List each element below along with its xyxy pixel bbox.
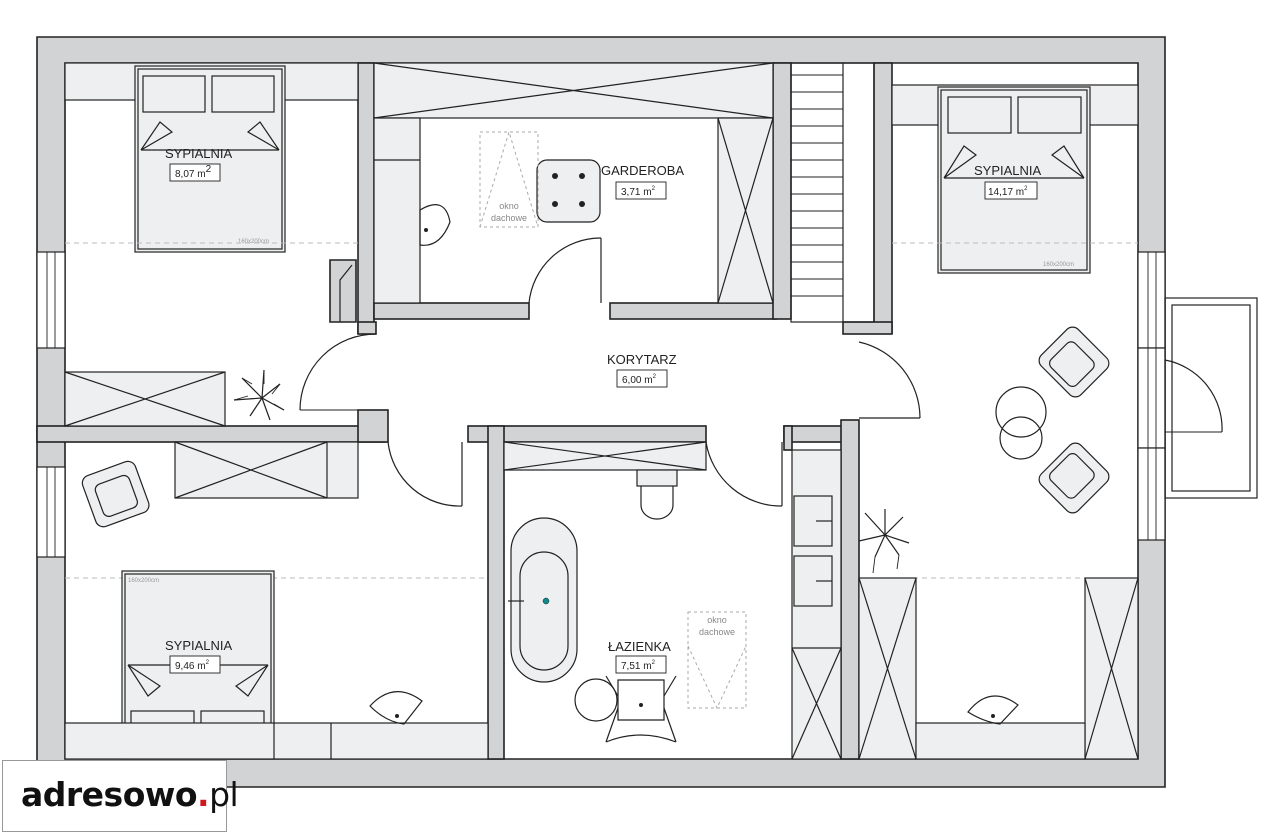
area-superscript: 2 [653,374,657,380]
room-name-bedroom-nw: SYPIALNIA [165,146,233,161]
interior-walls [36,62,893,760]
room-name-wardrobe: GARDEROBA [601,163,684,178]
svg-text:7,51 m2: 7,51 m2 [621,660,656,672]
bathroom: okno dachowe ŁAZIENKA 7,51 m2 [503,441,842,760]
bedroom-ne: 160x200cm SYPIALNIA 14,17 m2 [858,84,1139,760]
plant-icon [233,369,285,421]
room-area-bedroom-sw: 9,46 m [175,661,206,672]
area-superscript: 2 [652,660,656,666]
svg-text:3,71 m2: 3,71 m2 [621,186,656,198]
brand-logo[interactable]: adresowo.pl [2,760,239,832]
room-area-corridor: 6,00 m [622,375,653,386]
room-area-bedroom-nw: 8,07 m [175,169,206,180]
bedroom-sw: 160x200cm SYPIALNIA 9,46 m2 [64,441,489,760]
svg-text:8,07 m2: 8,07 m2 [175,164,212,180]
armchair-icon [81,460,150,528]
room-name-corridor: KORYTARZ [607,352,677,367]
corridor: KORYTARZ 6,00 m2 [299,333,783,507]
room-area-bathroom: 7,51 m [621,661,652,672]
bedroom-nw: 160x200cm SYPIALNIA 8,07 m2 [64,62,359,427]
room-area-bedroom-ne: 14,17 m [988,187,1024,198]
area-superscript: 2 [1024,186,1028,192]
balcony [1164,297,1258,499]
bed-size-label: 160x200cm [128,578,159,584]
staircase [790,62,875,323]
svg-text:6,00 m2: 6,00 m2 [622,374,657,386]
area-superscript: 2 [206,660,210,666]
logo-tld: pl [209,775,239,814]
svg-text:14,17 m2: 14,17 m2 [988,186,1028,198]
skylight-label-wardrobe-2: dachowe [491,213,527,223]
area-superscript: 2 [206,164,212,175]
armchair-icon [1038,442,1110,514]
skylight-label-bathroom-1: okno [707,615,727,625]
armchair-icon [1038,326,1110,398]
windows [36,251,1166,558]
room-name-bedroom-sw: SYPIALNIA [165,638,233,653]
room-name-bedroom-ne: SYPIALNIA [974,163,1042,178]
area-superscript: 2 [652,186,656,192]
room-area-wardrobe: 3,71 m [621,187,652,198]
bed-size-label: 160x200cm [238,239,269,245]
room-name-bathroom: ŁAZIENKA [608,639,671,654]
logo-dot: . [197,775,210,814]
plant-icon [858,509,910,574]
skylight-label-wardrobe-1: okno [499,201,519,211]
skylight-label-bathroom-2: dachowe [699,627,735,637]
svg-text:9,46 m2: 9,46 m2 [175,660,210,672]
wardrobe-room: okno dachowe GARDEROBA 3,71 m2 [373,62,774,304]
logo-name: adresowo [21,775,198,814]
bed-size-label: 160x200cm [1043,262,1074,268]
